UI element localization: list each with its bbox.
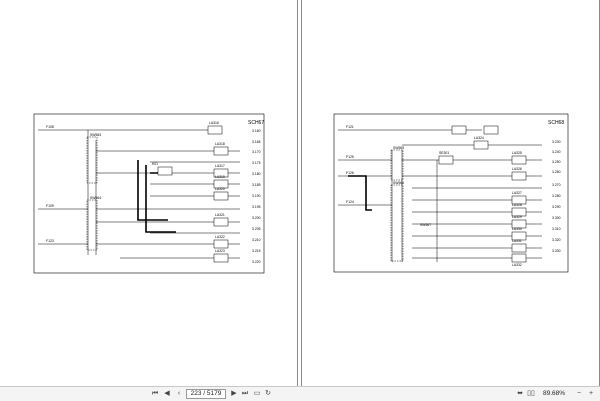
schematic-frame xyxy=(33,113,265,274)
right-fuse-label: F124 xyxy=(346,200,354,204)
left-lamp-label: LA317 xyxy=(215,164,225,168)
right-lamp-label: LA332 xyxy=(512,263,522,267)
left-ref: 3.215 xyxy=(252,249,261,253)
zoom-level[interactable]: 89.68% xyxy=(543,390,566,397)
right-ref: 3.310 xyxy=(552,227,561,231)
right-switch-label: SW567 xyxy=(420,223,431,227)
right-ref: 3.280 xyxy=(552,194,561,198)
rotate-icon[interactable]: ↻ xyxy=(265,390,271,397)
two-page-icon[interactable]: ▯▯ xyxy=(527,390,535,397)
right-ref: 3.270 xyxy=(552,183,561,187)
fit-width-icon[interactable]: ⬌ xyxy=(517,390,523,397)
first-page-button[interactable]: ⏮ xyxy=(151,390,159,397)
right-ref: 3.330 xyxy=(552,249,561,253)
right-lamp-label: LA326 xyxy=(512,167,522,171)
fit-page-icon[interactable]: ▭ xyxy=(253,390,261,397)
left-fuse-label: F109 xyxy=(46,204,54,208)
right-ref: 3.290 xyxy=(552,205,561,209)
zoom-out-button[interactable]: − xyxy=(576,390,582,397)
right-lamp-label: LA325 xyxy=(512,151,522,155)
left-ref: 3.200 xyxy=(252,216,261,220)
right-header: SCH68 xyxy=(548,120,564,126)
left-ref: 3.170 xyxy=(252,150,261,154)
right-ref: 3.230 xyxy=(552,140,561,144)
left-lamp-label: LA316 xyxy=(209,121,219,125)
left-ref: 3.175 xyxy=(252,161,261,165)
right-switch-label: SW566 xyxy=(393,181,404,185)
right-fuse-label: F125 xyxy=(346,155,354,159)
left-ref: 3.220 xyxy=(252,260,261,264)
left-ref: 3.185 xyxy=(252,183,261,187)
left-lamp-label: LA322 xyxy=(215,235,225,239)
right-fuse-label: F121 xyxy=(346,125,354,129)
right-relay-label: SE301 xyxy=(439,151,449,155)
right-lamp-label: LA330 xyxy=(512,227,522,231)
left-fuse-label: F108 xyxy=(46,125,54,129)
right-lamp-label: LA331 xyxy=(512,239,522,243)
schematic-frame xyxy=(333,113,569,273)
right-ref: 3.250 xyxy=(552,160,561,164)
right-lamp-label: LA327 xyxy=(512,191,522,195)
left-lamp-label: LA320 xyxy=(215,187,225,191)
viewer-toolbar: ⏮ ◀ ‹ ▶ ⏭ ▭ ↻ ⬌ ▯▯ 89.68% − + xyxy=(0,386,600,401)
left-header: SCH67 xyxy=(248,120,264,126)
right-ref: 3.320 xyxy=(552,238,561,242)
left-switch-label: SW564 xyxy=(90,196,101,200)
left-ref: 3.180 xyxy=(252,172,261,176)
left-lamp-label: LA319 xyxy=(215,175,225,179)
previous-page-button[interactable]: ◀ xyxy=(164,390,170,397)
left-ref: 3.195 xyxy=(252,205,261,209)
left-ref: 3.205 xyxy=(252,227,261,231)
right-ref: 3.240 xyxy=(552,150,561,154)
schematic-right: SCH68 F121 F125 F126 F124 SW565 SW566 SW… xyxy=(333,113,569,273)
document-page-right: SCH68 F121 F125 F126 F124 SW565 SW566 SW… xyxy=(301,0,600,386)
left-ref: 3.210 xyxy=(252,238,261,242)
page-number-input[interactable] xyxy=(186,389,226,399)
document-page-left: SCH67 F108 F109 F123 SW563 SW564 K01 LA3… xyxy=(0,0,298,386)
zoom-in-button[interactable]: + xyxy=(588,390,594,397)
right-ref: 3.260 xyxy=(552,170,561,174)
next-page-button[interactable]: ▶ xyxy=(231,390,237,397)
schematic-left: SCH67 F108 F109 F123 SW563 SW564 K01 LA3… xyxy=(33,113,265,274)
left-fuse-label: F123 xyxy=(46,239,54,243)
right-switch-label: SW565 xyxy=(393,146,404,150)
left-ref: 3.190 xyxy=(252,194,261,198)
left-relay-label: K01 xyxy=(152,162,158,166)
left-ref: 3.165 xyxy=(252,140,261,144)
right-lamp-label: LA329 xyxy=(512,215,522,219)
page-back-icon[interactable]: ‹ xyxy=(177,390,181,397)
left-lamp-label: LA321 xyxy=(215,213,225,217)
last-page-button[interactable]: ⏭ xyxy=(241,390,249,397)
right-lamp-label: LA324 xyxy=(474,136,484,140)
right-lamp-label: LA328 xyxy=(512,203,522,207)
left-lamp-label: LA323 xyxy=(215,249,225,253)
right-fuse-label: F126 xyxy=(346,171,354,175)
left-ref: 3.160 xyxy=(252,129,261,133)
left-lamp-label: LA318 xyxy=(215,142,225,146)
left-switch-label: SW563 xyxy=(90,133,101,137)
right-ref: 3.300 xyxy=(552,216,561,220)
